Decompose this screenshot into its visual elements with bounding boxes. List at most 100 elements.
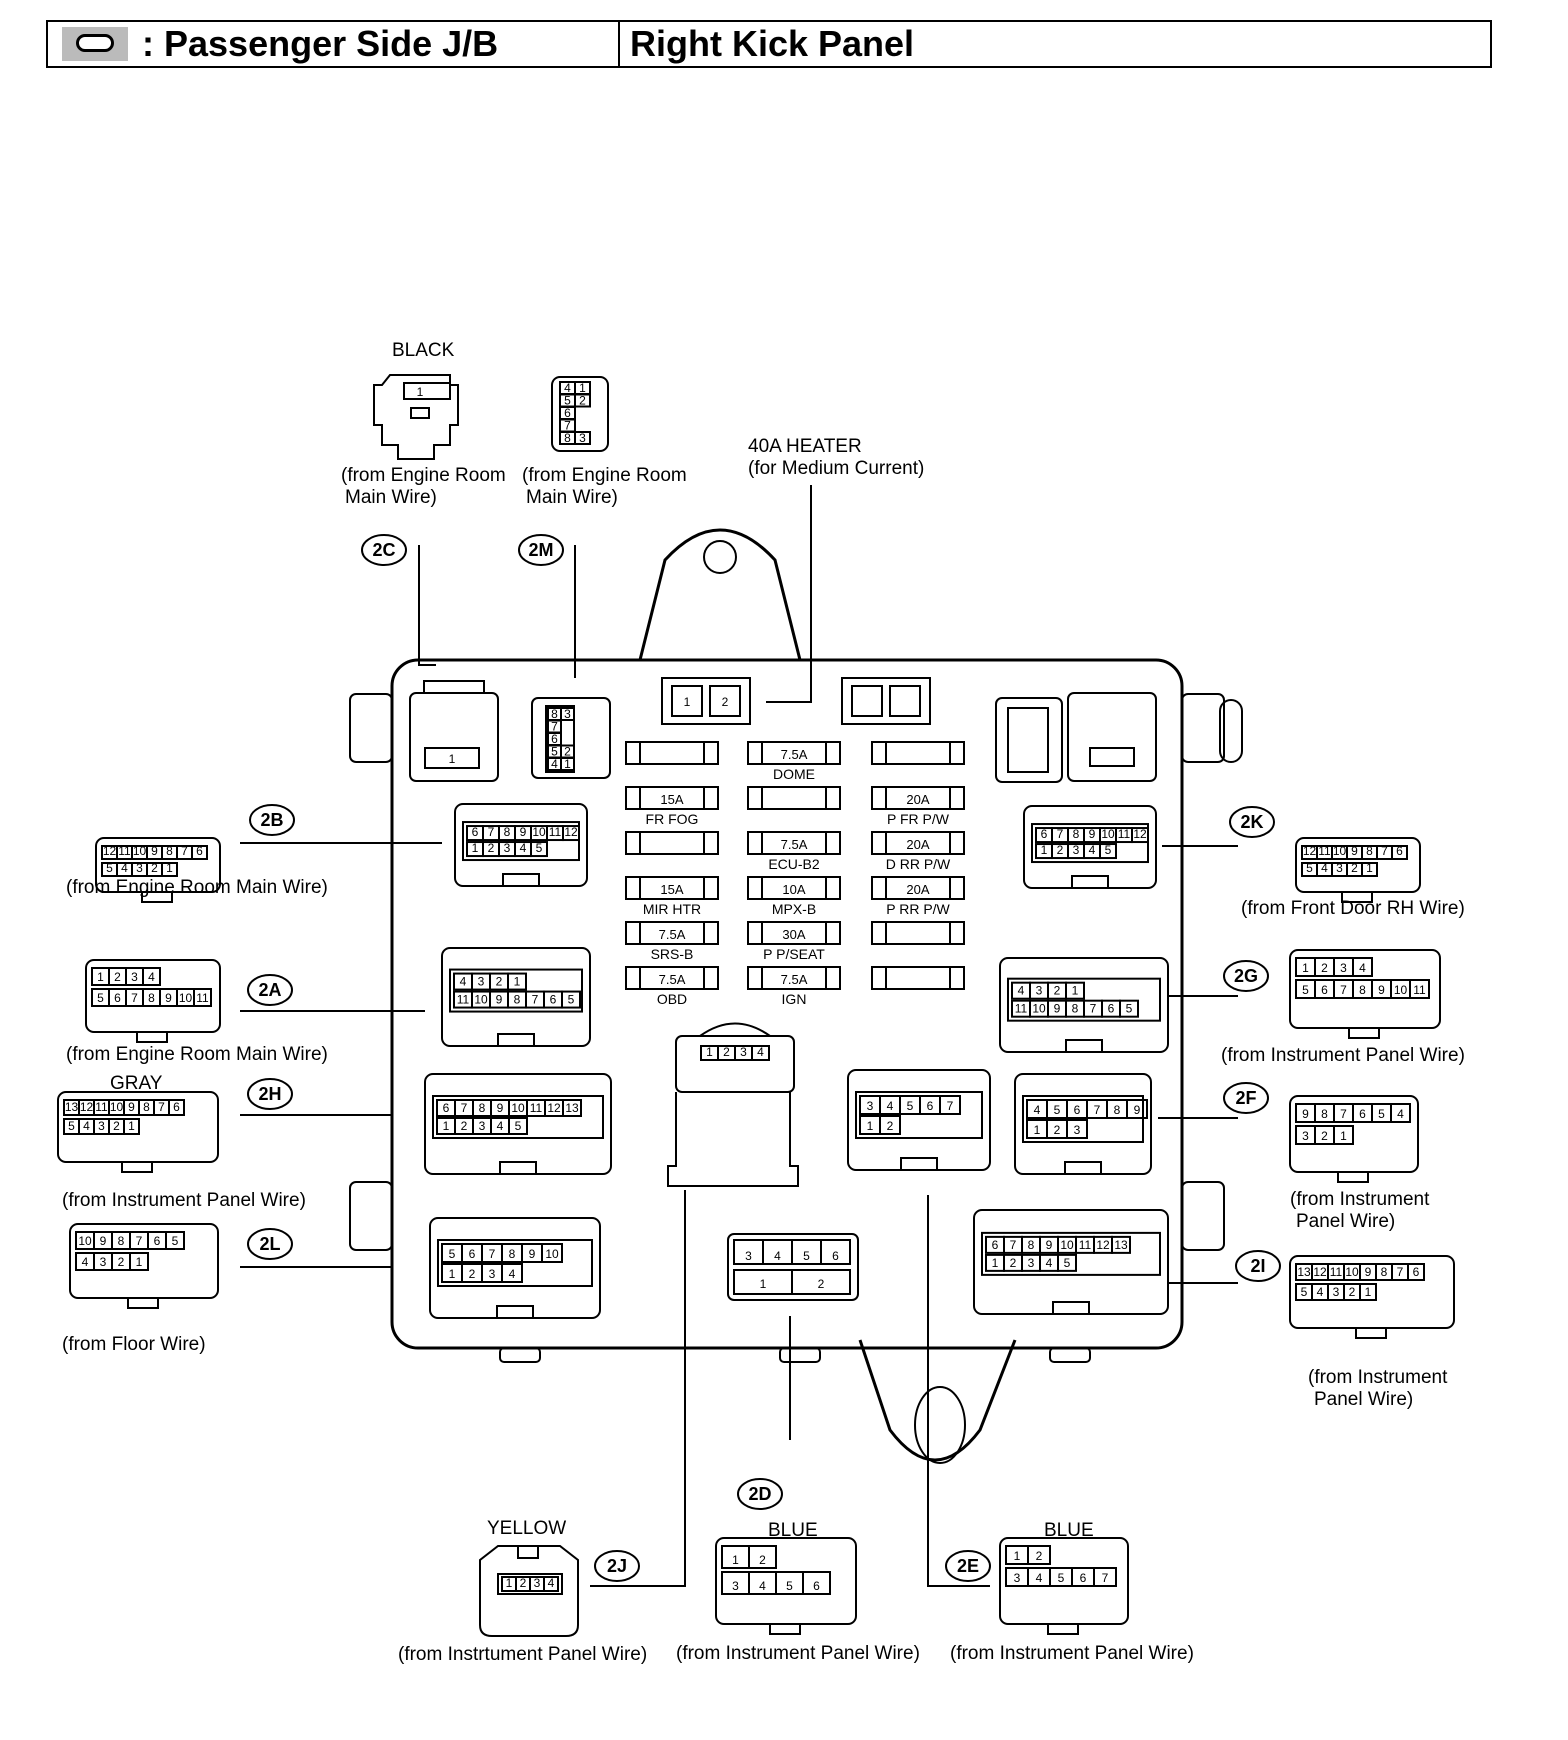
connector-badge-2F: 2F xyxy=(1223,1082,1269,1114)
connector-badge-2M: 2M xyxy=(518,534,564,566)
fuse-rating: 7.5A xyxy=(781,747,808,762)
conn-2A-pin: 11 xyxy=(196,991,209,1005)
conn-2M-from-2: Main Wire) xyxy=(526,487,618,508)
conn-2C-from-2: Main Wire) xyxy=(345,487,437,508)
jb-2H-pin: 6 xyxy=(443,1101,450,1115)
jb-2G-pin: 8 xyxy=(1072,1002,1079,1016)
spare-relay-socket xyxy=(841,677,931,725)
conn-2G-pin: 5 xyxy=(1302,983,1309,997)
jb-2L-pin: 7 xyxy=(489,1247,496,1261)
conn-2F-pin: 1 xyxy=(1340,1129,1347,1143)
conn-2K-pin: 6 xyxy=(1396,844,1403,858)
conn-2D-pin: 4 xyxy=(759,1579,766,1593)
connector-badge-2D: 2D xyxy=(737,1478,783,1510)
jb-2I-pin: 3 xyxy=(1028,1256,1035,1270)
jb-2A-pin: 10 xyxy=(474,993,488,1007)
jb-2E-pin: 3 xyxy=(867,1099,874,1113)
badge-text: 2E xyxy=(957,1556,979,1576)
conn-2E-pin: 2 xyxy=(1036,1549,1043,1563)
jb-2A-pin: 7 xyxy=(532,993,539,1007)
fuse-rating: 15A xyxy=(660,792,683,807)
fuse-spare xyxy=(625,741,719,765)
fuse-rating: 30A xyxy=(782,927,805,942)
fuse-label: DOME xyxy=(773,766,815,782)
jb-2F-pin: 6 xyxy=(1074,1103,1081,1117)
jb-2F-pin: 4 xyxy=(1034,1103,1041,1117)
conn-2F-pin: 9 xyxy=(1302,1107,1309,1121)
conn-2C-color: BLACK xyxy=(392,340,455,361)
conn-2M-pin: 4 xyxy=(564,381,571,395)
conn-2H-pin: 9 xyxy=(128,1100,135,1114)
conn-2I-pin: 9 xyxy=(1365,1265,1372,1279)
conn-2A-pin: 3 xyxy=(131,970,138,984)
jb-2F-pin: 8 xyxy=(1114,1103,1121,1117)
badge-text: 2I xyxy=(1250,1256,1265,1276)
fuse-label: ECU-B2 xyxy=(768,856,820,872)
connector-badge-2K: 2K xyxy=(1229,806,1275,838)
conn-2H-from: (from Instrument Panel Wire) xyxy=(62,1190,306,1211)
badge-text: 2B xyxy=(260,810,283,830)
fuse-spare xyxy=(871,966,965,990)
jb-2G-pin: 11 xyxy=(1015,1002,1028,1016)
jb-2L-pin: 6 xyxy=(469,1247,476,1261)
connector-2C: 1 xyxy=(373,374,459,460)
connector-badge-2J: 2J xyxy=(594,1550,640,1582)
conn-2D-pin: 6 xyxy=(813,1579,820,1593)
jb-2K-pin: 9 xyxy=(1089,827,1096,841)
conn-2C-pin: 1 xyxy=(417,385,424,399)
conn-2I-pin: 1 xyxy=(1365,1285,1372,1299)
jb-2H-pin: 9 xyxy=(497,1101,504,1115)
jb-2G-pin: 4 xyxy=(1018,984,1025,998)
fuse-spare xyxy=(871,921,965,945)
conn-2L-pin: 8 xyxy=(118,1234,125,1248)
jb-2I-pin: 2 xyxy=(1010,1256,1017,1270)
jb-2L-pin: 5 xyxy=(449,1247,456,1261)
jb-2B-pin: 6 xyxy=(472,825,479,839)
jb-2E-pin: 5 xyxy=(907,1099,914,1113)
conn-2H-pin: 10 xyxy=(110,1100,124,1114)
jb-2G-pin: 1 xyxy=(1072,984,1079,998)
heater-relay-socket: 1 2 xyxy=(661,677,751,725)
jb-2F-pin: 7 xyxy=(1094,1103,1101,1117)
jb-2I-pin: 5 xyxy=(1064,1256,1071,1270)
conn-2A-pin: 9 xyxy=(165,991,172,1005)
jb-2K-pin: 10 xyxy=(1101,827,1115,841)
conn-2B-pin: 10 xyxy=(133,844,147,858)
conn-2F-pin: 8 xyxy=(1321,1107,1328,1121)
conn-2I-pin: 5 xyxy=(1301,1285,1308,1299)
conn-2H-pin: 6 xyxy=(173,1100,180,1114)
conn-2A-pin: 5 xyxy=(97,991,104,1005)
heater-pin-2: 2 xyxy=(722,695,729,709)
conn-2G-pin: 4 xyxy=(1359,961,1366,975)
conn-2H-pin: 11 xyxy=(95,1100,108,1114)
conn-2H-pin: 7 xyxy=(158,1100,165,1114)
heater-label-1: 40A HEATER xyxy=(748,436,862,457)
fuse-rating: 15A xyxy=(660,882,683,897)
jb-2B-pin: 5 xyxy=(536,841,543,855)
conn-2G-pin: 8 xyxy=(1359,983,1366,997)
conn-2H-color: GRAY xyxy=(110,1073,163,1094)
conn-2M-from-1: (from Engine Room xyxy=(522,465,687,486)
jb-2A-pin: 2 xyxy=(496,975,503,989)
jb-socket-2C: 1 xyxy=(409,680,499,782)
conn-2G-pin: 2 xyxy=(1321,961,1328,975)
conn-2K-pin: 10 xyxy=(1333,844,1347,858)
conn-2F-from-2: Panel Wire) xyxy=(1296,1211,1395,1232)
badge-text: 2G xyxy=(1234,966,1258,986)
connector-badge-2E: 2E xyxy=(945,1550,991,1582)
jb-2L-pin: 3 xyxy=(489,1267,496,1281)
conn-2M-pin: 5 xyxy=(564,394,571,408)
conn-2I-pin: 11 xyxy=(1330,1265,1343,1279)
fuse-label: FR FOG xyxy=(646,811,699,827)
conn-2G-pin: 11 xyxy=(1413,983,1426,997)
jb-2G-pin: 2 xyxy=(1054,984,1061,998)
conn-2E-pin: 3 xyxy=(1014,1571,1021,1585)
conn-2H-pin: 2 xyxy=(113,1119,120,1133)
heater-pin-1: 1 xyxy=(684,695,691,709)
